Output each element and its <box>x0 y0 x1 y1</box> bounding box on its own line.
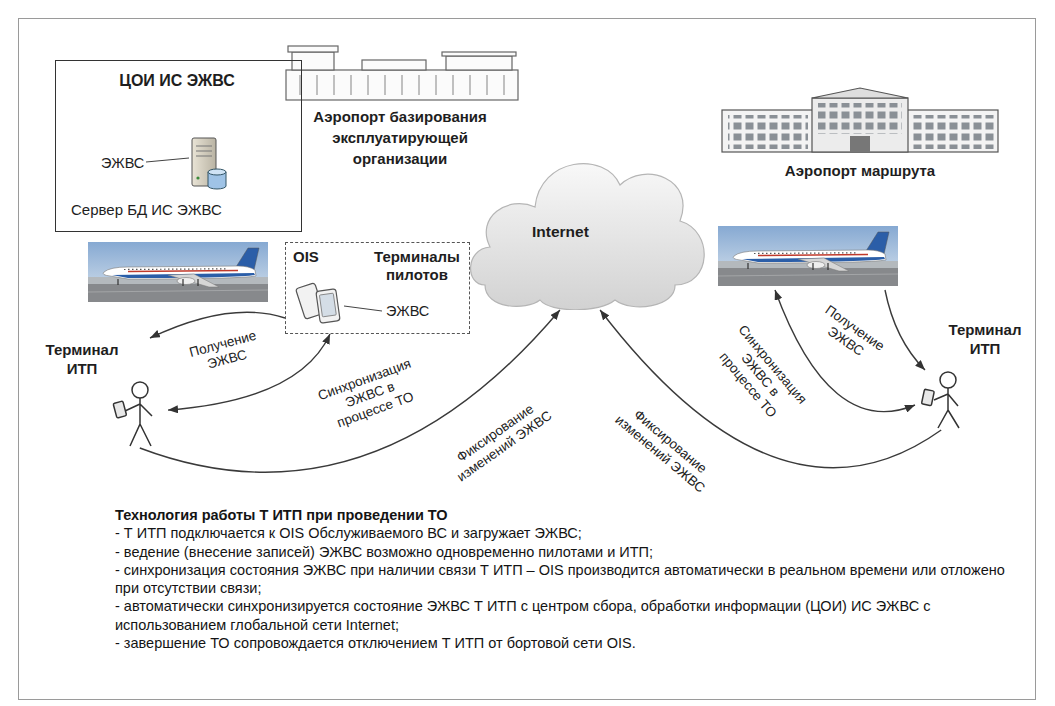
flow-arrow-part <box>775 290 915 412</box>
airport-building <box>286 46 518 100</box>
flow-arrow <box>168 334 330 410</box>
technician-figure-part <box>940 372 956 388</box>
system-label: OIS <box>293 248 319 266</box>
airport-building-part <box>442 52 516 56</box>
airport-building-part <box>818 103 902 134</box>
airport-building-part <box>912 115 994 149</box>
arrow-label: Получение ЭЖВС <box>182 326 268 378</box>
technician-figure-part <box>113 401 127 418</box>
server-group: ЭЖВС Сервер БД ИС ЭЖВС <box>64 121 290 225</box>
terminal-box: Терминал ИТП <box>40 338 168 448</box>
group-title: Терминалы пилотов <box>368 248 466 284</box>
arrow-label: Фиксирование изменений ЭЖВС <box>610 398 721 498</box>
pilot-terminals-box: OIS Терминалы пилотовЭЖВС <box>285 242 470 334</box>
technician-figure-part <box>125 398 152 446</box>
note-item: - завершение ТО сопровождается отключени… <box>115 634 1020 652</box>
flow-arrow <box>775 290 925 412</box>
technician-figure-part <box>921 389 934 406</box>
note-item: - ведение (внесение записей) ЭЖВС возмож… <box>115 543 1020 561</box>
flow-arrow <box>150 312 285 338</box>
arrow-label: Синхронизация ЭЖВС в процессе ТО <box>707 318 813 432</box>
airport-building-part <box>300 75 504 95</box>
arrow-label: Получение ЭЖВС <box>808 299 892 371</box>
tablet-icon-part <box>316 289 340 323</box>
note-block: Технология работы Т ИТП при проведении Т… <box>115 506 1020 652</box>
server-icon-part <box>208 169 226 175</box>
airport-building-part <box>286 70 518 100</box>
airport-label-box: Аэропорт базирования эксплуатирующей орг… <box>300 40 504 173</box>
airport-building-part <box>728 115 808 149</box>
technician-figure-part <box>934 388 959 428</box>
airport-label-box: Аэропорт маршрута <box>715 88 1009 188</box>
terminal-box: Терминал ИТП <box>905 318 1029 430</box>
technician-figure-part <box>132 382 148 398</box>
data-label: ЭЖВС <box>386 303 429 320</box>
airport-caption: Аэропорт базирования эксплуатирующей орг… <box>300 106 500 169</box>
leader-line <box>344 306 382 311</box>
flow-arrow <box>600 310 941 468</box>
server-icon-part <box>196 146 212 156</box>
cloud-shape <box>440 135 710 310</box>
terminal-label: Терминал ИТП <box>945 320 1025 358</box>
terminal-label: Терминал ИТП <box>42 340 122 378</box>
arrow-label: Синхронизация ЭЖВС в процессе ТО <box>311 354 429 436</box>
airport-building-part <box>812 98 908 152</box>
note-item: - синхронизация состояния ЭЖВС при налич… <box>115 561 1020 598</box>
note-item: - автоматически синхронизируется состоян… <box>115 597 1020 634</box>
tablet-icon-part <box>319 293 336 317</box>
flow-arrow <box>140 310 560 472</box>
figure-frame <box>19 19 1036 700</box>
server-label: ЭЖВС <box>101 155 144 172</box>
internet-cloud: Internet <box>440 135 710 310</box>
airport-building-part <box>292 52 334 70</box>
cloud-label: Internet <box>532 223 589 242</box>
airport-building-part <box>812 88 908 98</box>
server-icon <box>192 138 226 189</box>
airport-caption: Аэропорт маршрута <box>715 162 1005 180</box>
center-box: ЦОИ ИС ЭЖВС ЭЖВС Сервер БД ИС ЭЖВС <box>55 60 302 232</box>
server-icon-part <box>196 176 199 179</box>
tablet-icon <box>296 283 341 324</box>
airport-building <box>722 88 998 152</box>
airport-building-part <box>850 136 870 152</box>
flow-arrow-part <box>885 290 925 370</box>
cloud-shape <box>471 164 705 310</box>
server-caption: Сервер БД ИС ЭЖВС <box>71 201 222 219</box>
note-heading: Технология работы Т ИТП при проведении Т… <box>115 506 1020 524</box>
aircraft-photo <box>718 226 898 286</box>
aircraft-photo <box>88 242 268 302</box>
box-title: ЦОИ ИС ЭЖВС <box>56 71 298 90</box>
leader-line <box>146 158 189 162</box>
technician-figure <box>921 372 959 428</box>
arrow-label: Фиксирование изменений ЭЖВС <box>442 393 557 487</box>
note-item: - Т ИТП подключается к OIS Обслуживаемог… <box>115 524 1020 542</box>
airport-building-part <box>446 56 512 70</box>
airport-building-part <box>362 60 426 70</box>
airport-building-part <box>288 46 338 52</box>
technician-figure <box>113 382 152 446</box>
